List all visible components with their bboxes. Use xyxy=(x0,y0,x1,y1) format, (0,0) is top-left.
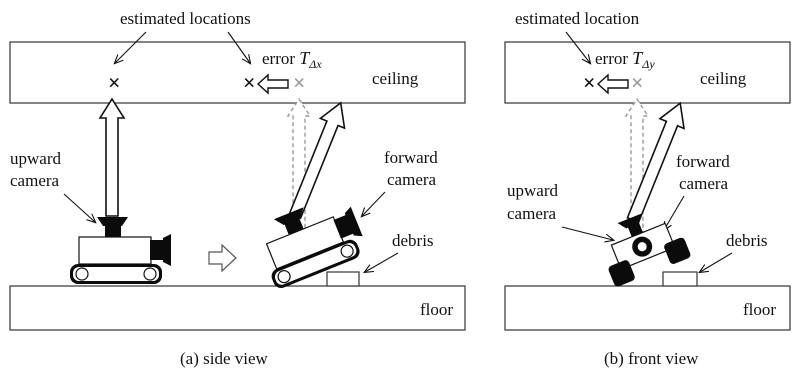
pointer-forward-camera-b xyxy=(664,195,685,230)
floor-label-b: floor xyxy=(743,300,776,319)
estimated-location-label: estimated location xyxy=(515,9,640,28)
caption-side-view: (a) side view xyxy=(180,349,269,368)
pointer-upward-camera-a xyxy=(63,193,95,222)
pointer-upward-camera-b xyxy=(561,226,613,240)
estimated-locations-label: estimated locations xyxy=(120,9,251,28)
pointer-to-est-1 xyxy=(115,31,147,63)
upward-label-a: upward xyxy=(10,149,61,168)
caption-front-view: (b) front view xyxy=(604,349,699,368)
forward-label-b: forward xyxy=(676,152,730,171)
ceiling-b xyxy=(504,41,791,104)
camera-label-a2: camera xyxy=(387,170,437,189)
camera-label-a1: camera xyxy=(10,171,60,190)
estimated-marker-b: × xyxy=(583,70,596,95)
panel-front-view: ceiling floor estimated location error T… xyxy=(504,9,791,368)
robot-level xyxy=(70,217,171,284)
ceiling-label-a: ceiling xyxy=(372,69,419,88)
floor-label-a: floor xyxy=(420,300,453,319)
debris-a xyxy=(326,271,360,287)
estimated-marker-left: × xyxy=(108,70,121,95)
pointer-to-est-2 xyxy=(227,31,250,63)
floor-b xyxy=(504,285,791,331)
debris-b xyxy=(662,271,698,287)
robot-body-a1 xyxy=(78,236,152,265)
robot-front-view xyxy=(608,213,691,287)
error-arrow-a xyxy=(256,73,289,95)
debris-label-b: debris xyxy=(726,231,768,250)
forward-label-a: forward xyxy=(384,148,438,167)
pointer-to-est-b xyxy=(565,31,590,63)
upward-label-b: upward xyxy=(507,181,558,200)
ceiling-label-b: ceiling xyxy=(700,69,747,88)
ceiling-a xyxy=(9,41,466,104)
camera-label-b2: camera xyxy=(679,174,729,193)
pointer-debris-b xyxy=(700,252,733,272)
error-label-b: error TΔy xyxy=(595,48,655,71)
floor-a xyxy=(9,285,466,331)
transition-arrow xyxy=(208,243,237,273)
camera-label-b1: camera xyxy=(507,204,557,223)
error-label-a: error TΔx xyxy=(262,48,322,71)
upward-arrow-straight xyxy=(98,97,126,217)
true-marker-ghost-b: × xyxy=(631,70,644,95)
panel-side-view: ceiling floor estimated locations × erro… xyxy=(9,9,466,368)
pointer-debris-a xyxy=(365,252,399,272)
error-arrow-b xyxy=(596,73,629,95)
pointer-forward-camera-a xyxy=(362,191,386,216)
debris-label-a: debris xyxy=(392,231,434,250)
estimated-marker-tilted-a: × xyxy=(243,70,256,95)
true-marker-ghost-a: × xyxy=(293,70,306,95)
robot-tilted-a xyxy=(265,206,363,288)
